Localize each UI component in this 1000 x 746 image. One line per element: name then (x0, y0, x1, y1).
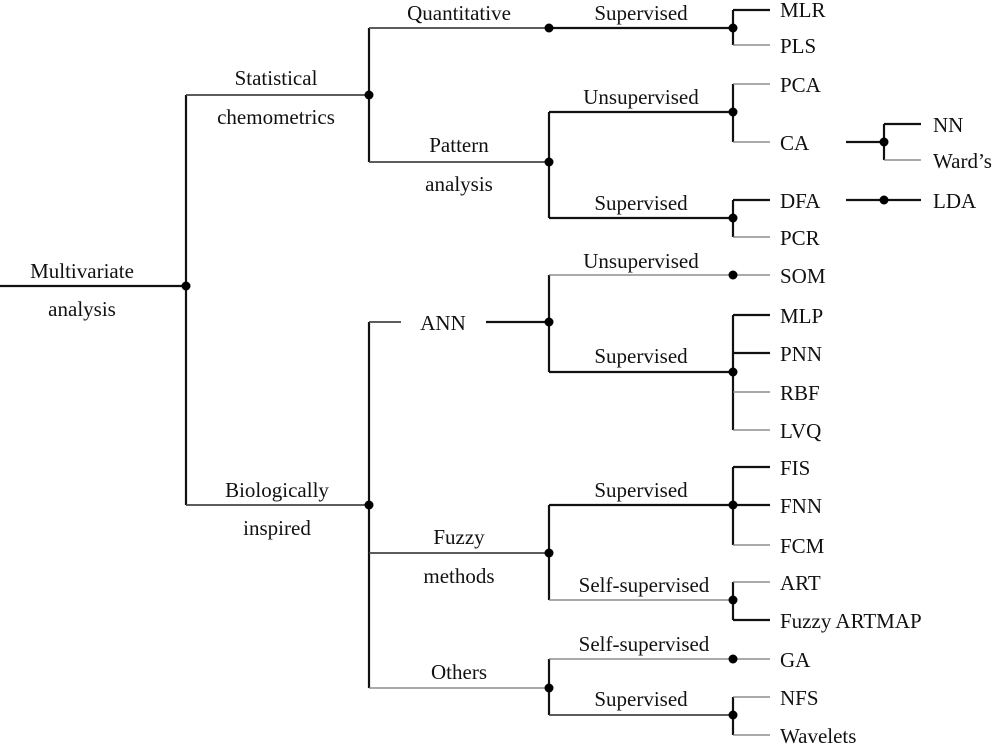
root-label: analysis (48, 297, 116, 321)
others-label: Others (431, 660, 487, 684)
unsupervised-label: Unsupervised (583, 249, 699, 273)
leaf-fis: FIS (780, 456, 810, 480)
leaf-nn: NN (933, 113, 963, 137)
leaf-som: SOM (780, 264, 826, 288)
node-labels: Multivariate analysis Statistical chemom… (30, 0, 992, 746)
junction-dot (544, 157, 554, 167)
supervised-label: Supervised (594, 1, 688, 25)
leaf-mlr: MLR (780, 0, 826, 22)
junction-dot (879, 195, 889, 205)
quantitative-label: Quantitative (407, 1, 511, 25)
unsupervised-label: Unsupervised (583, 85, 699, 109)
ann-label: ANN (420, 311, 466, 335)
leaf-pcr: PCR (780, 226, 820, 250)
pattern-analysis-label: Pattern (429, 133, 489, 157)
pattern-analysis-label: analysis (425, 172, 493, 196)
leaf-fnn: FNN (780, 494, 822, 518)
leaf-pls: PLS (780, 34, 816, 58)
junction-dot (728, 500, 738, 510)
leaf-wards: Ward’s (933, 149, 992, 173)
root-label: Multivariate (30, 259, 134, 283)
self-supervised-label: Self-supervised (579, 632, 710, 656)
junction-dot (728, 710, 738, 720)
leaf-art: ART (780, 571, 821, 595)
biologically-inspired-label: Biologically (225, 478, 329, 502)
junction-dots (181, 23, 889, 720)
leaf-ca: CA (780, 131, 810, 155)
supervised-label: Supervised (594, 344, 688, 368)
junction-dot (544, 548, 554, 558)
junction-dot (728, 367, 738, 377)
junction-dot (728, 654, 738, 664)
fuzzy-methods-label: Fuzzy (433, 525, 485, 549)
junction-dot (728, 213, 738, 223)
leaf-dfa: DFA (780, 189, 821, 213)
supervised-label: Supervised (594, 478, 688, 502)
leaf-lvq: LVQ (780, 419, 821, 443)
statistical-chemometrics-label: chemometrics (217, 105, 335, 129)
junction-dot (879, 137, 889, 147)
junction-dot (728, 595, 738, 605)
biologically-inspired-label: inspired (243, 516, 311, 540)
leaf-nfs: NFS (780, 686, 819, 710)
self-supervised-label: Self-supervised (579, 573, 710, 597)
junction-dot (544, 683, 554, 693)
leaf-pca: PCA (780, 73, 822, 97)
junction-dot (728, 23, 738, 33)
statistical-chemometrics-label: Statistical (235, 66, 318, 90)
fuzzy-methods-label: methods (423, 564, 494, 588)
supervised-label: Supervised (594, 687, 688, 711)
leaf-rbf: RBF (780, 381, 820, 405)
leaf-mlp: MLP (780, 304, 823, 328)
junction-dot (544, 317, 554, 327)
supervised-label: Supervised (594, 191, 688, 215)
leaf-fuzzy-artmap: Fuzzy ARTMAP (780, 609, 922, 633)
junction-dot (544, 23, 554, 33)
junction-dot (181, 281, 191, 291)
junction-dot (364, 90, 374, 100)
leaf-fcm: FCM (780, 534, 825, 558)
junction-dot (728, 107, 738, 117)
junction-dot (728, 270, 738, 280)
leaf-wavelets: Wavelets (780, 724, 856, 746)
leaf-ga: GA (780, 648, 811, 672)
junction-dot (364, 500, 374, 510)
leaf-pnn: PNN (780, 342, 822, 366)
leaf-lda: LDA (933, 189, 977, 213)
